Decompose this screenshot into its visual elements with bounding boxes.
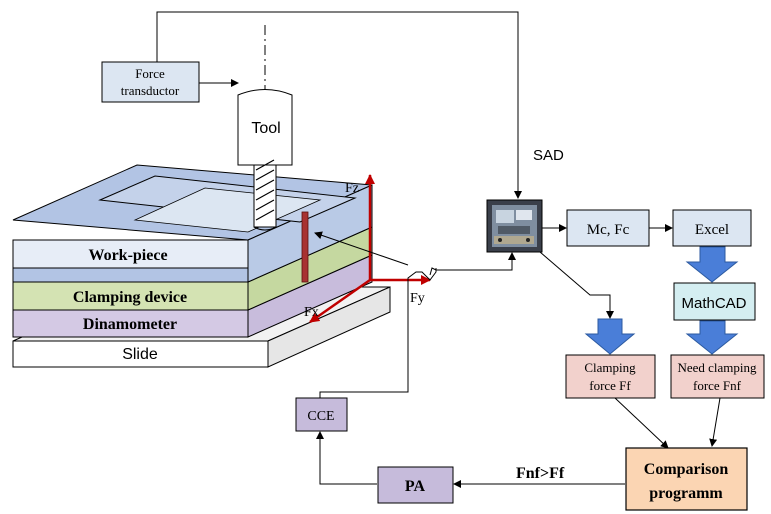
sensor-bar <box>301 211 309 283</box>
pa-label: PA <box>405 478 426 495</box>
arrow-down-icon <box>685 320 739 355</box>
pa-box <box>377 466 454 504</box>
tool-body <box>237 89 293 231</box>
excel-label: Excel <box>695 222 729 238</box>
force-arrows <box>309 174 431 324</box>
mc-fc-label: Mc, Fc <box>587 222 630 238</box>
cce-label: CCE <box>307 409 334 424</box>
mathcad-label: MathCAD <box>681 295 746 312</box>
mc-fc-box <box>566 209 650 247</box>
tool-label: Tool <box>251 120 280 137</box>
mathcad-box <box>673 282 756 321</box>
force-transducer-box <box>101 61 200 103</box>
clamping-force-line2: force Ff <box>589 378 631 393</box>
machine-stack <box>12 164 391 368</box>
connector-lines <box>156 11 721 488</box>
arrow-down-icon <box>584 318 636 355</box>
clamping-force-line1: Clamping <box>584 360 636 375</box>
need-clamping-force-box <box>670 354 765 399</box>
slide-label: Slide <box>122 346 158 363</box>
dynamometer-label: Dinamometer <box>83 316 177 333</box>
acquisition-device-icon <box>486 199 543 253</box>
fz-label: Fz <box>345 181 359 196</box>
workpiece-label: Work-piece <box>88 247 167 264</box>
need-clamping-line1: Need clamping <box>677 360 757 375</box>
comparison-line2: programm <box>649 485 723 502</box>
force-transducer-line2: transductor <box>121 83 180 98</box>
excel-box <box>672 209 752 247</box>
comparison-line1: Comparison <box>644 461 729 478</box>
fx-label: Fx <box>304 305 319 320</box>
sad-label: SAD <box>533 147 564 164</box>
dynamometer-layer <box>12 254 373 338</box>
need-clamping-line2: force Fnf <box>693 378 742 393</box>
force-transducer-line1: Force <box>135 66 165 81</box>
condition-label: Fnf>Ff <box>516 465 565 482</box>
clamping-force-box <box>565 354 656 399</box>
fy-label: Fy <box>410 291 425 306</box>
clamping-device-label: Clamping device <box>73 289 187 306</box>
arrow-down-icon <box>685 246 739 283</box>
cce-box <box>295 397 348 432</box>
comparison-program-box <box>625 447 748 511</box>
